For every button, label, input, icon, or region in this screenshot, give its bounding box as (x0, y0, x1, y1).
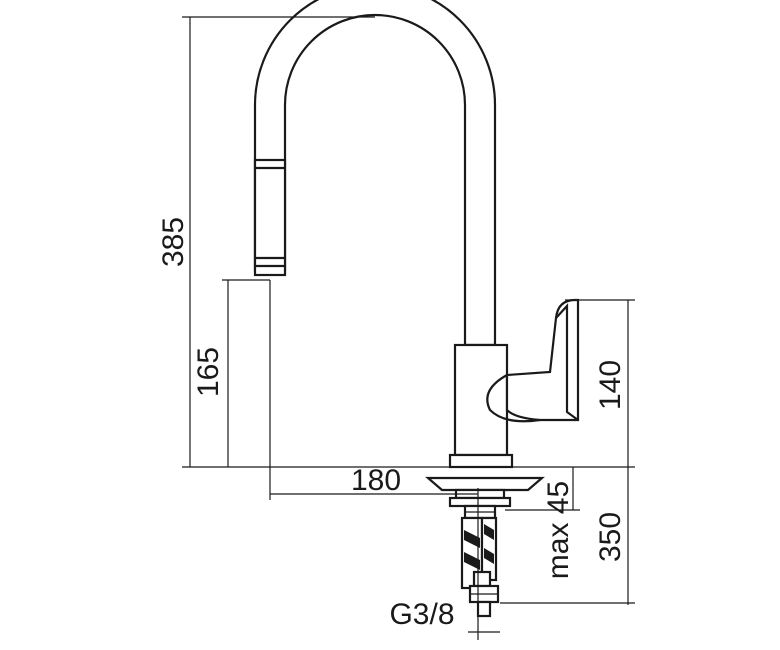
dim-hose-length: 350 (594, 512, 627, 562)
dim-total-height: 385 (157, 217, 190, 267)
deck-mounting (425, 476, 545, 520)
dim-deck-thickness: max 45 (542, 481, 575, 579)
dim-lever-height: 140 (594, 360, 627, 410)
dimension-lines (182, 16, 635, 640)
dim-spout-height: 165 (192, 347, 225, 397)
dim-reach: 180 (351, 464, 401, 497)
faucet-body (448, 343, 514, 469)
dim-thread: G3/8 (389, 598, 454, 631)
spout-gooseneck (253, 0, 497, 347)
pull-out-spray-head (253, 158, 287, 277)
supply-hoses (460, 516, 500, 618)
